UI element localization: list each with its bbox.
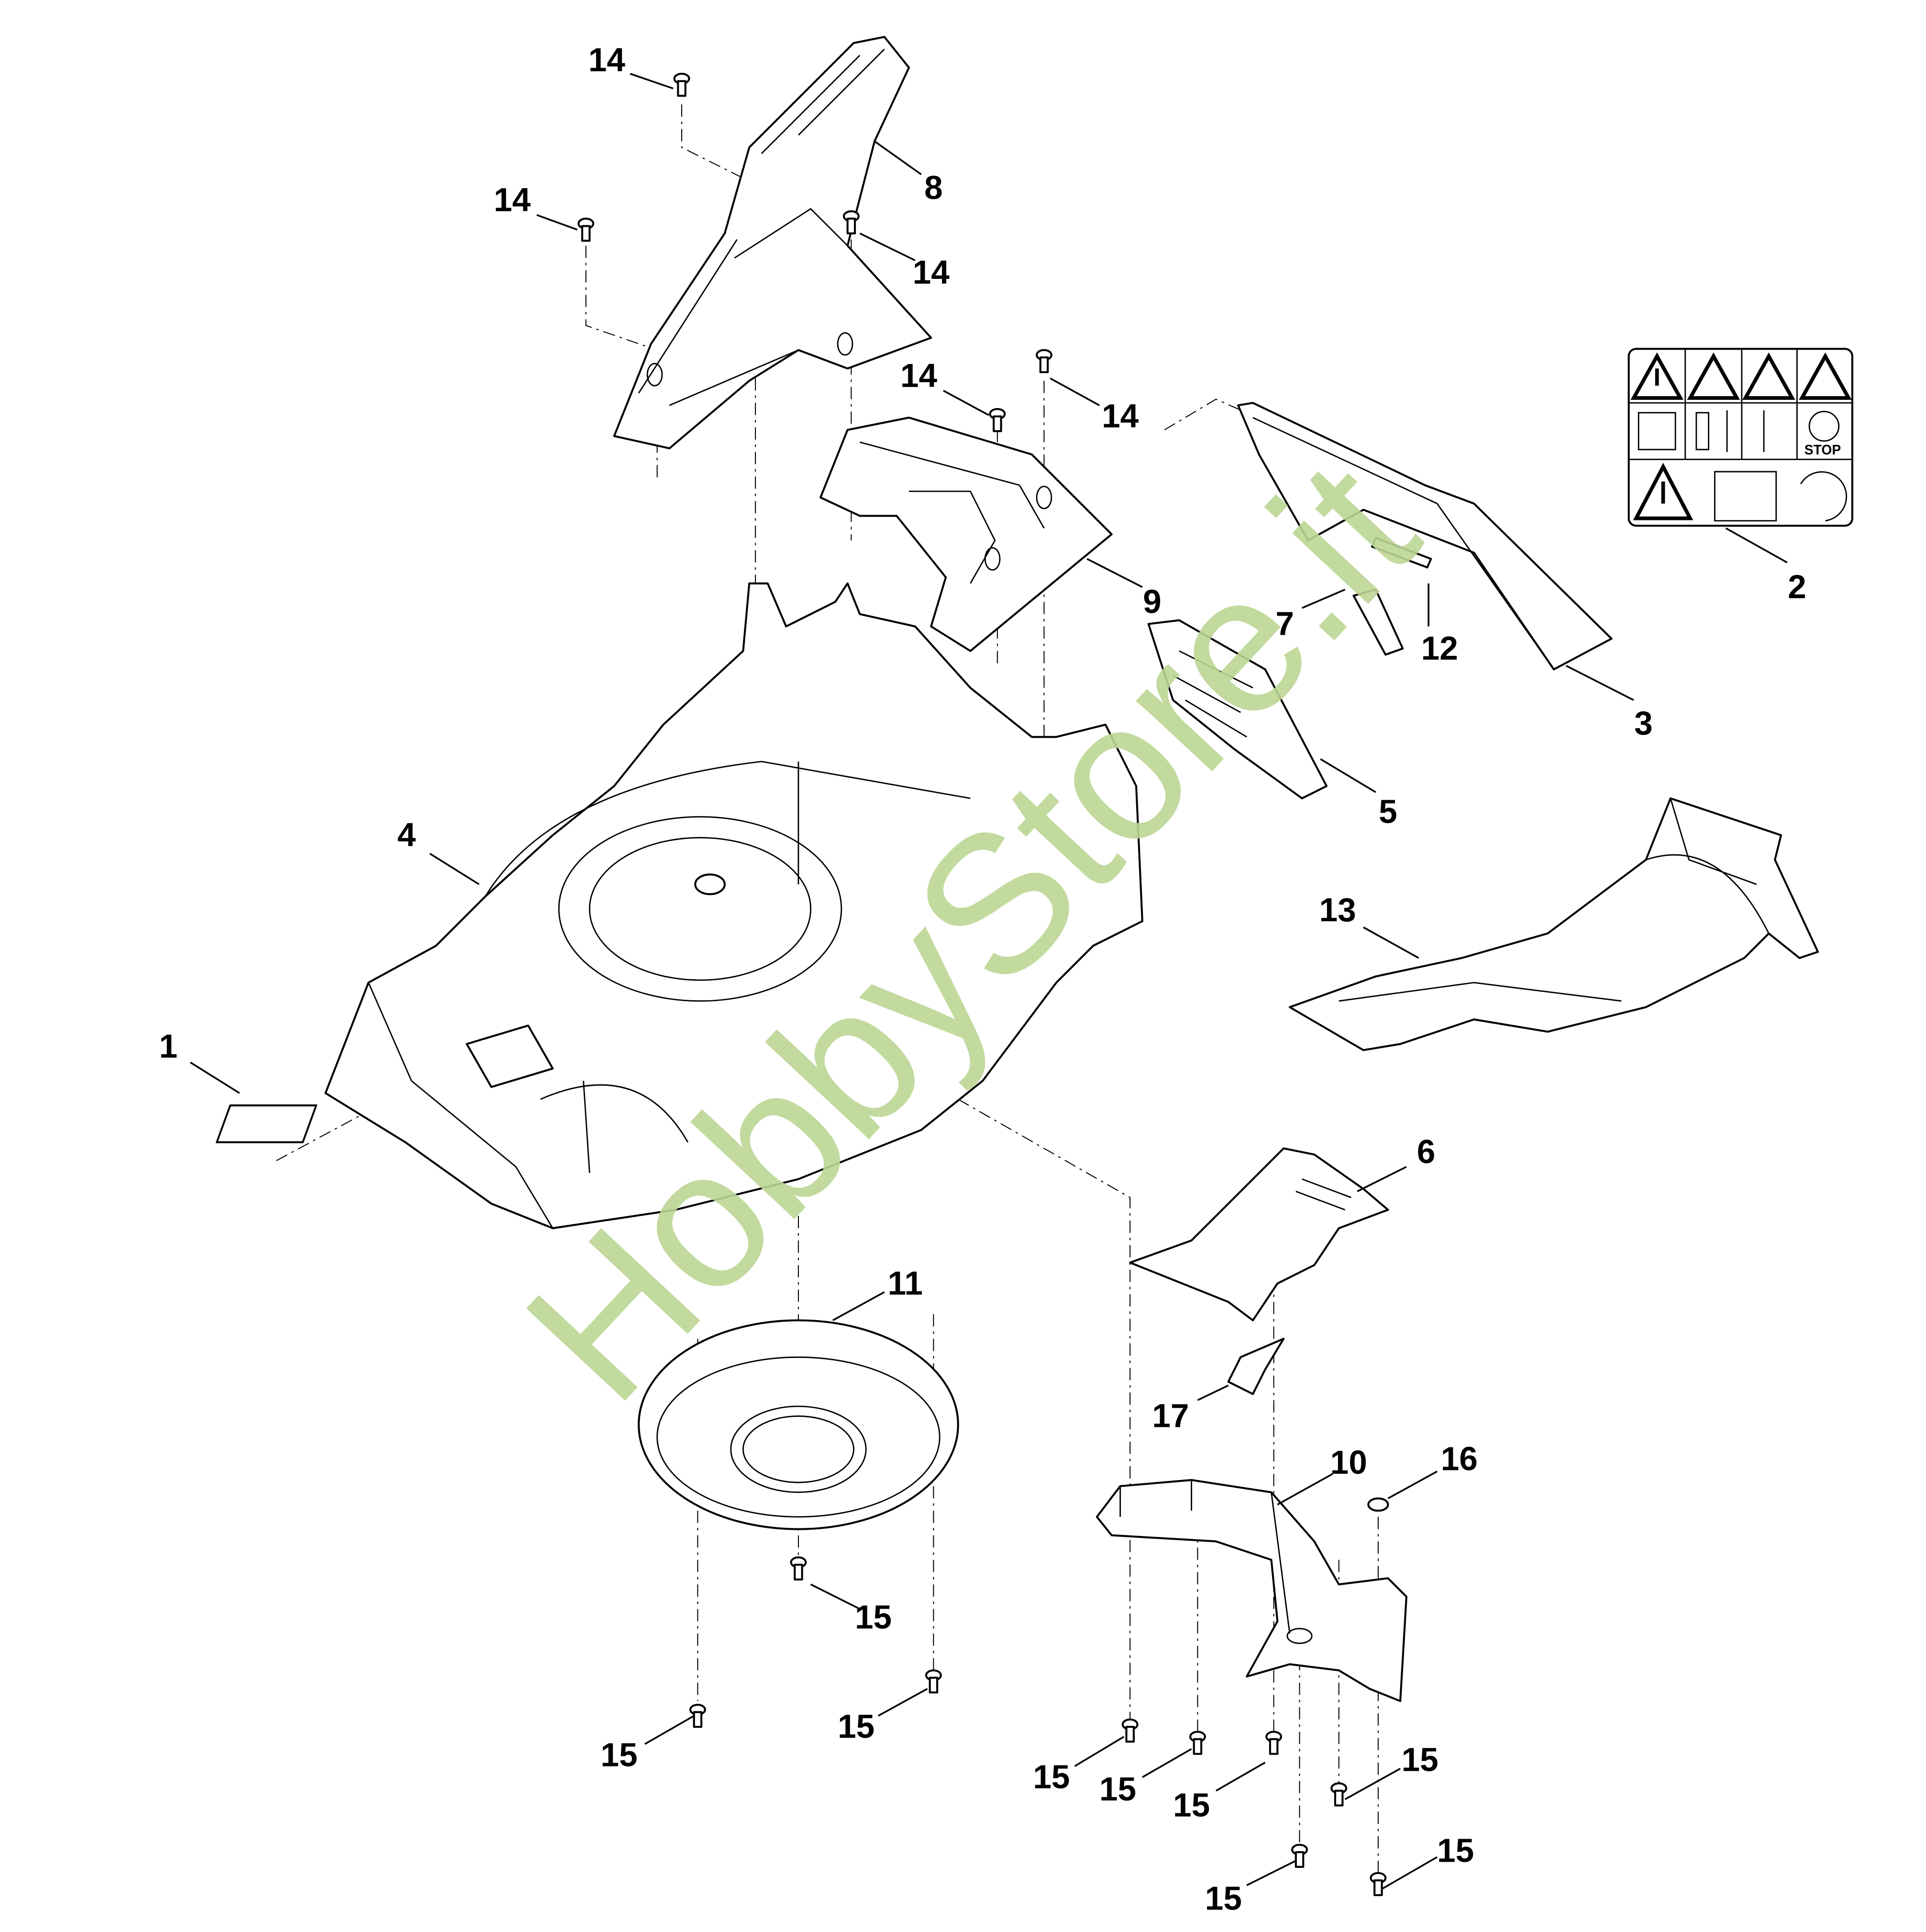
- part-3-rear-flap[interactable]: [1237, 402, 1613, 671]
- leader-line: [943, 389, 989, 416]
- leader-line: [1725, 527, 1788, 563]
- callout-number[interactable]: 6: [1417, 1133, 1436, 1170]
- part-2-safety-decal[interactable]: STOP: [1627, 348, 1853, 527]
- screw-icon[interactable]: [842, 210, 860, 234]
- callout-number[interactable]: 14: [913, 254, 950, 291]
- leader-line: [1086, 558, 1143, 588]
- callout-number[interactable]: 15: [838, 1708, 874, 1745]
- leader-line: [859, 232, 916, 262]
- callout-number[interactable]: 14: [588, 41, 626, 78]
- leader-line: [536, 214, 578, 231]
- callout-number[interactable]: 16: [1441, 1440, 1478, 1478]
- leader-line: [644, 1715, 695, 1745]
- part-10-support[interactable]: [1096, 1479, 1407, 1702]
- screw-icon[interactable]: [1370, 1872, 1387, 1896]
- screw-icon[interactable]: [790, 1556, 807, 1581]
- part-11-blade-housing[interactable]: [638, 1319, 959, 1530]
- screw-icon[interactable]: [577, 218, 595, 242]
- leader-line: [190, 1061, 240, 1094]
- leader-line: [1216, 1762, 1266, 1792]
- callout-number[interactable]: 15: [1437, 1832, 1474, 1869]
- callout-number[interactable]: 2: [1788, 568, 1806, 606]
- leader-line: [1381, 1856, 1438, 1890]
- screw-icon[interactable]: [1330, 1782, 1348, 1807]
- screw-icon[interactable]: [1291, 1844, 1308, 1868]
- callout-number[interactable]: 15: [1173, 1787, 1210, 1824]
- leader-line: [1050, 377, 1100, 406]
- part-4-mower-deck[interactable]: [324, 582, 1143, 1229]
- callout-leaders: [190, 73, 1788, 1890]
- callout-number[interactable]: 4: [398, 816, 416, 853]
- screw-icon[interactable]: [989, 408, 1006, 432]
- leader-line: [832, 1291, 885, 1321]
- callout-number[interactable]: 15: [601, 1736, 638, 1773]
- part-6-deflector[interactable]: [1129, 1147, 1389, 1322]
- callout-number[interactable]: 17: [1152, 1397, 1189, 1435]
- callout-number[interactable]: 12: [1421, 629, 1458, 667]
- leader-line: [1246, 1860, 1296, 1886]
- leader-line: [810, 1583, 861, 1610]
- leader-line: [1277, 1473, 1333, 1505]
- screw-icon[interactable]: [1121, 1718, 1139, 1743]
- leader-line: [630, 73, 674, 89]
- leader-line: [1301, 588, 1346, 609]
- part-8-handle-bracket[interactable]: [613, 36, 932, 450]
- callout-number[interactable]: 15: [1033, 1758, 1070, 1796]
- leader-line: [1387, 1470, 1438, 1500]
- callout-number[interactable]: 11: [888, 1264, 923, 1302]
- warning-triangle-icons: [1630, 352, 1852, 522]
- callout-number[interactable]: 14: [900, 357, 938, 394]
- callout-number[interactable]: 15: [855, 1599, 892, 1636]
- leader-line: [1363, 927, 1419, 959]
- part-5-guide[interactable]: [1147, 619, 1328, 800]
- part-17-clip[interactable]: [1227, 1337, 1285, 1395]
- callout-number[interactable]: 8: [924, 169, 943, 206]
- leader-line: [1320, 758, 1376, 793]
- screw-icon[interactable]: [1189, 1731, 1206, 1755]
- callout-number[interactable]: 15: [1099, 1770, 1136, 1808]
- screws: [577, 73, 1387, 1896]
- leader-line: [1074, 1736, 1125, 1767]
- leader-line: [1357, 1166, 1407, 1192]
- stop-label: STOP: [1804, 442, 1841, 457]
- leader-line: [429, 853, 480, 885]
- leader-line: [1197, 1384, 1229, 1401]
- callout-number[interactable]: 14: [1102, 397, 1139, 435]
- callout-number[interactable]: 5: [1379, 793, 1397, 830]
- screw-icon[interactable]: [689, 1703, 706, 1728]
- leader-line: [877, 1688, 928, 1717]
- callout-number[interactable]: 1: [159, 1027, 177, 1065]
- callout-number[interactable]: 7: [1275, 605, 1294, 642]
- callout-number[interactable]: 15: [1402, 1741, 1439, 1778]
- part-9-cover[interactable]: [819, 417, 1113, 652]
- part-1-label[interactable]: [216, 1104, 318, 1144]
- leader-line: [1344, 1767, 1401, 1800]
- callout-number[interactable]: 9: [1143, 583, 1162, 620]
- leader-line: [1141, 1748, 1192, 1778]
- callout-number[interactable]: 13: [1319, 891, 1356, 928]
- callout-number[interactable]: 10: [1330, 1444, 1367, 1481]
- leader-line: [874, 140, 922, 176]
- screw-icon[interactable]: [925, 1669, 942, 1694]
- screw-icon[interactable]: [673, 73, 690, 97]
- callout-number[interactable]: 3: [1634, 705, 1653, 742]
- screw-icon[interactable]: [1036, 349, 1052, 374]
- part-13-grass-chute[interactable]: [1288, 797, 1819, 1051]
- leader-line: [1565, 665, 1634, 701]
- callout-number[interactable]: 14: [494, 181, 531, 219]
- callout-number[interactable]: 15: [1205, 1880, 1242, 1917]
- screw-icon[interactable]: [1265, 1731, 1283, 1755]
- part-16-washer[interactable]: [1367, 1497, 1389, 1512]
